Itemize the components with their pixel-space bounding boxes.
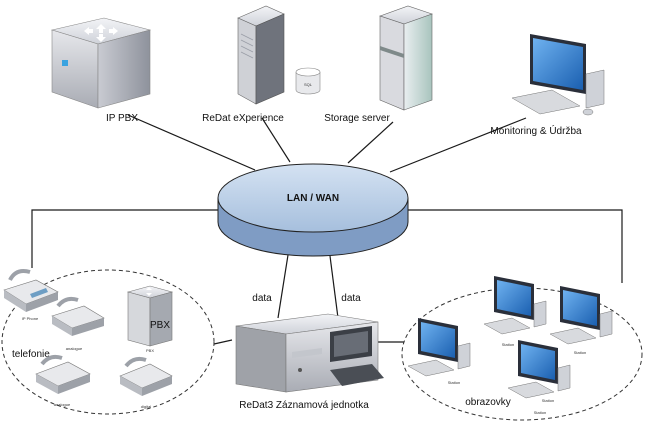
link-storage-server [347, 121, 394, 164]
pbx-badge: PBX [150, 320, 170, 331]
workstation-icon [407, 318, 471, 377]
recorder-label: ReDat3 Záznamová jednotka [239, 400, 369, 411]
screens-title: obrazovky [465, 397, 511, 408]
redat-experience-label: ReDat eXperience [202, 113, 284, 124]
digital-phone-icon [119, 356, 173, 396]
screens-group-boundary [401, 287, 643, 421]
telephony-group: IP Phone analogue PBX PBX telefonie anal… [3, 269, 174, 409]
telephony-title: telefonie [12, 349, 50, 360]
link-recorder-telephony [213, 339, 233, 345]
station-label: Station [534, 410, 546, 415]
link-redat-experience [261, 117, 291, 163]
link-ip-pbx [127, 114, 256, 171]
mouse-icon [582, 108, 594, 116]
sql-database-icon: SQL [295, 67, 321, 95]
phone-label-2: analogue [66, 346, 83, 351]
switch-arrows-icon [84, 24, 118, 42]
monitoring-workstation [511, 34, 605, 116]
redat3-recorder [235, 313, 384, 393]
hub-label: LAN / WAN [287, 193, 339, 204]
station-label: Station [542, 398, 554, 403]
pbx-cabinet-icon [126, 285, 174, 347]
redat-experience-server [237, 5, 285, 105]
workstation-icon [549, 286, 613, 345]
link-screens [408, 209, 623, 283]
link-monitoring [389, 117, 527, 173]
lan-wan-hub: LAN / WAN [217, 163, 409, 257]
connection-lines [31, 114, 623, 345]
link-data-right [329, 255, 339, 319]
phone-label-1: IP Phone [22, 316, 39, 321]
monitor-screen [533, 38, 583, 90]
analogue-phone-icon [51, 296, 105, 336]
station-label: Station [448, 380, 460, 385]
data-label-right: data [341, 293, 361, 304]
link-telephony [31, 209, 218, 268]
workstation-icon [507, 340, 571, 399]
storage-server-label: Storage server [324, 113, 390, 124]
sql-badge: SQL [304, 82, 313, 87]
analogue-phone-icon-2 [35, 354, 91, 394]
keyboard-icon [511, 89, 581, 115]
drive-tray-icon [330, 364, 384, 386]
workstation-icon [483, 276, 547, 335]
ip-pbx-label: IP PBX [106, 113, 138, 124]
phone-label-4: analogue [54, 402, 71, 407]
link-data-left [277, 254, 289, 319]
storage-server [379, 5, 433, 111]
monitoring-label: Monitoring & Údržba [490, 124, 582, 137]
ip-pbx-switch [50, 17, 152, 109]
station-label: Station [574, 350, 586, 355]
telephony-group-boundary [1, 269, 215, 415]
station-label: Station [502, 342, 514, 347]
data-label-left: data [252, 293, 272, 304]
phone-label-3: PBX [146, 348, 154, 353]
phone-label-5: digital [141, 404, 152, 409]
ip-phone-icon [3, 269, 59, 312]
status-led-icon [62, 60, 68, 66]
